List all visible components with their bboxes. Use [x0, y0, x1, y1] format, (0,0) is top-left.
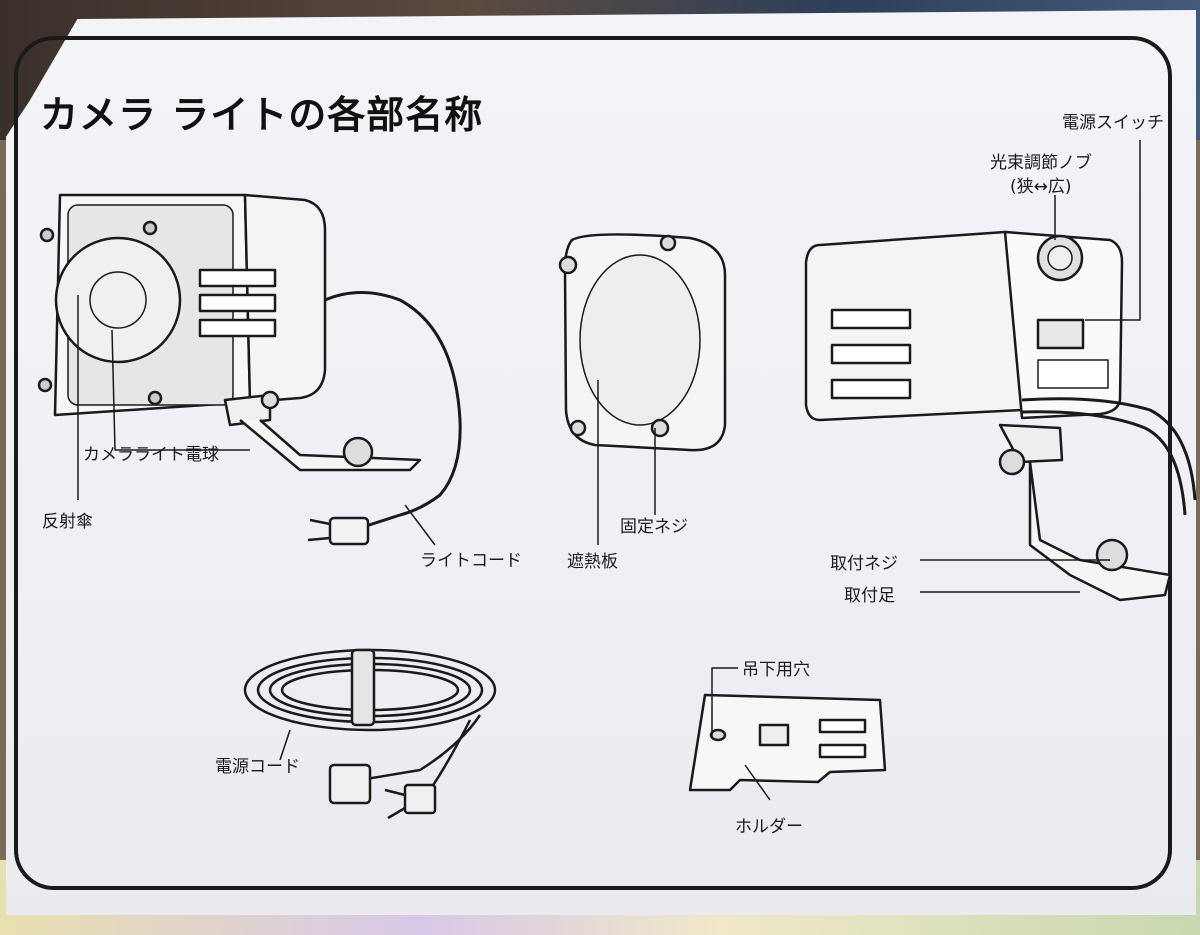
label-mount-foot: 取付足	[844, 586, 895, 606]
corner-screw	[142, 220, 158, 236]
label-fixing-screw: 固定ネジ	[620, 517, 688, 537]
rear-mount-knob	[998, 448, 1026, 476]
vent-slot	[830, 308, 912, 330]
fixing-screw	[558, 255, 578, 275]
plug-body	[328, 516, 370, 546]
hanging-hole	[709, 728, 727, 742]
sheet-border	[14, 36, 1172, 890]
power-switch	[1036, 318, 1085, 350]
rating-plate	[1037, 359, 1109, 389]
leader-lines	[77, 140, 1141, 801]
bulb-lens	[54, 236, 182, 364]
mount-foot	[239, 419, 422, 472]
rear-mount-screw-knob	[1095, 538, 1129, 572]
page-title: カメラ ライトの各部名称	[40, 93, 484, 137]
label-mount-screw: 取付ネジ	[830, 554, 898, 574]
corner-screw	[147, 390, 163, 406]
corner-screw	[37, 377, 53, 393]
label-heat-shield: 遮熱板	[567, 552, 618, 572]
vent-slot	[830, 343, 912, 365]
camera-light-rear-view	[804, 230, 1197, 602]
camera-light-front-view	[37, 193, 462, 546]
fixing-screw	[650, 418, 670, 438]
vent-slot	[830, 378, 912, 400]
label-light-cord: ライトコード	[420, 551, 522, 571]
heat-shield-view	[558, 233, 727, 452]
holder-slot	[818, 718, 867, 734]
mount-screw-knob	[342, 436, 374, 468]
label-holder: ホルダー	[735, 817, 803, 837]
label-hanging-hole: 吊下用穴	[742, 660, 810, 680]
plug-prongs	[307, 518, 331, 542]
vent-slot	[198, 318, 277, 338]
mount-knob	[260, 390, 280, 410]
rear-mount-foot	[1028, 460, 1172, 602]
holder-slot	[818, 743, 867, 759]
corner-screw	[39, 227, 55, 243]
vent-slot	[198, 268, 277, 288]
label-beam-knob: 光束調節ノブ	[990, 153, 1092, 173]
heat-shield-window	[579, 254, 701, 426]
fixing-screw	[569, 419, 587, 437]
light-cord-line	[324, 291, 462, 517]
label-power-switch: 電源スイッチ	[1062, 113, 1164, 133]
holder-clip	[758, 723, 790, 747]
label-beam-knob-range: (狭↔広)	[1010, 177, 1072, 197]
cord-plug	[403, 783, 437, 815]
fixing-screw	[659, 234, 677, 252]
manual-sheet	[6, 10, 1196, 915]
vent-slot	[198, 293, 277, 313]
label-reflector: 反射傘	[42, 512, 93, 532]
power-cord-illustration	[243, 648, 497, 820]
bulb	[89, 271, 147, 329]
label-power-cord: 電源コード	[215, 757, 300, 777]
label-bulb: カメラライト電球	[83, 445, 219, 465]
cord-socket	[328, 763, 372, 805]
cord-tie	[350, 648, 376, 727]
mount-neck	[223, 393, 272, 427]
light-body	[243, 193, 327, 404]
holder-illustration	[688, 693, 887, 792]
